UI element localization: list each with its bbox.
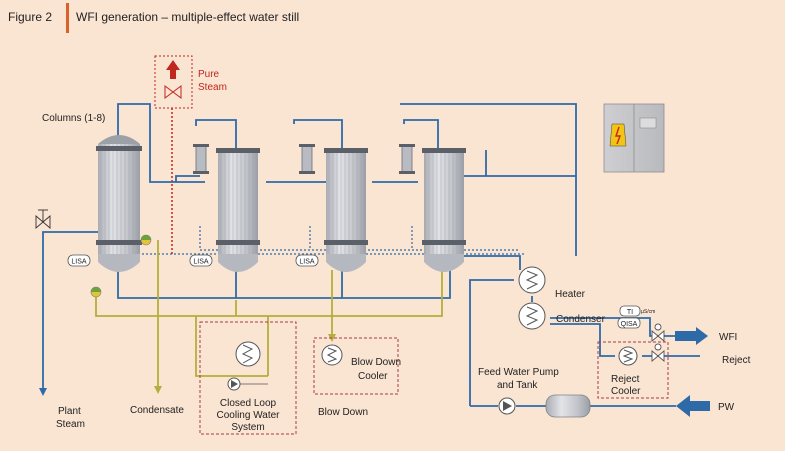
- ti-instrument: TI µS/cm: [619, 305, 655, 317]
- svg-text:QISA: QISA: [621, 321, 638, 328]
- svg-text:LISA: LISA: [71, 259, 87, 266]
- feed-pump-label-1: Feed Water Pump: [478, 367, 559, 378]
- blow-down-cooler-label-1: Blow Down: [351, 357, 401, 368]
- condenser-label: Condenser: [556, 314, 606, 325]
- svg-text:LISA: LISA: [193, 259, 209, 266]
- lisa-tag-2: LISA: [189, 254, 213, 267]
- qisa-instrument: QISA: [617, 317, 641, 329]
- pump-icon: [227, 377, 241, 391]
- preheater-1: [193, 144, 209, 174]
- heater-label: Heater: [555, 289, 586, 300]
- pure-steam-label-2: Steam: [198, 82, 227, 93]
- reject-cooler-label-2: Cooler: [611, 386, 641, 397]
- pure-steam-outlet: Pure Steam: [154, 55, 227, 109]
- pw-label: PW: [718, 402, 735, 413]
- reject-cooler: Reject Cooler: [597, 341, 669, 399]
- preheater-2: [299, 144, 315, 174]
- heater: Heater: [518, 266, 586, 300]
- blow-down-cooler-label-2: Cooler: [358, 371, 388, 382]
- plant-steam-arrow: [39, 388, 47, 396]
- closed-loop-label-2: Cooling Water: [217, 410, 281, 421]
- closed-loop-label-3: System: [231, 422, 264, 433]
- reject-label: Reject: [722, 355, 751, 366]
- wfi-label: WFI: [719, 332, 737, 343]
- coil-heat-exchanger-icon: [518, 266, 546, 294]
- micro-s-cm-unit: µS/cm: [641, 309, 655, 315]
- coil-heat-exchanger-icon: [235, 341, 261, 367]
- preheater-3: [399, 144, 415, 174]
- coil-heat-exchanger-icon: [321, 344, 343, 366]
- lisa-tag-3: LISA: [295, 254, 319, 267]
- lightning-warning-icon: [609, 123, 627, 147]
- valve-icon: [35, 209, 51, 229]
- feed-pump-label-2: and Tank: [497, 380, 538, 391]
- pure-steam-label-1: Pure: [198, 69, 220, 80]
- reject-cooler-label-1: Reject: [611, 374, 640, 385]
- blow-down-label: Blow Down: [318, 407, 368, 418]
- pump-icon: [498, 397, 516, 415]
- closed-loop-label-1: Closed Loop: [220, 398, 277, 409]
- svg-text:LISA: LISA: [299, 259, 315, 266]
- water-lines: [42, 103, 700, 407]
- steam-trap-2: [90, 286, 102, 298]
- pw-inlet-arrow: [676, 395, 710, 417]
- arrow-up-icon: [166, 60, 180, 79]
- figure-label: Figure 2: [8, 10, 52, 24]
- electrical-panel: [603, 103, 665, 173]
- plant-steam-label-1: Plant: [58, 406, 81, 417]
- condensate-lines: [95, 240, 443, 386]
- figure-title: WFI generation – multiple-effect water s…: [76, 10, 299, 24]
- lisa-tag-1: LISA: [67, 254, 91, 267]
- wfi-outlet-arrow: [675, 327, 708, 345]
- coil-heat-exchanger-icon: [518, 302, 546, 330]
- condensate-label: Condensate: [130, 405, 184, 416]
- valve-icon: [651, 323, 665, 342]
- closed-loop-cooling-system: Closed Loop Cooling Water System: [199, 321, 297, 435]
- steam-trap-1: [140, 234, 152, 246]
- svg-text:TI: TI: [627, 309, 633, 316]
- column-3: [324, 148, 368, 272]
- columns-label: Columns (1-8): [42, 113, 105, 124]
- feed-water-tank: [545, 394, 591, 418]
- column-2: [216, 148, 260, 272]
- feed-water-pump: [498, 397, 516, 415]
- column-1: [96, 135, 142, 272]
- blow-down-cooler: Blow Down Cooler: [313, 337, 401, 395]
- valve-icon: [651, 343, 665, 362]
- coil-heat-exchanger-icon: [618, 346, 638, 366]
- title-accent-bar: [66, 3, 69, 33]
- figure-header: Figure 2 WFI generation – multiple-effec…: [8, 3, 299, 33]
- condenser: Condenser: [518, 302, 606, 330]
- plant-steam-label-2: Steam: [56, 419, 85, 430]
- column-4: [422, 148, 466, 272]
- valve-icon: [164, 85, 182, 99]
